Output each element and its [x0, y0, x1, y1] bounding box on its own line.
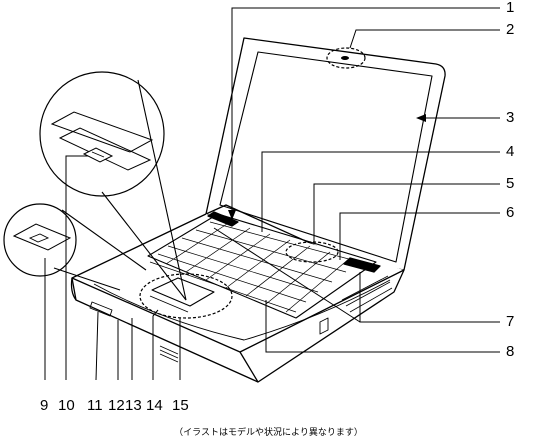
callout-3: 3 — [506, 109, 515, 126]
callout-12: 12 — [108, 397, 125, 414]
callout-1: 1 — [506, 0, 515, 16]
callout-13: 13 — [125, 397, 142, 414]
callout-15: 15 — [172, 397, 189, 414]
callout-4: 4 — [506, 143, 515, 160]
callout-14: 14 — [146, 397, 163, 414]
callout-7: 7 — [506, 313, 515, 330]
callout-9: 9 — [40, 397, 49, 414]
callout-2: 2 — [506, 21, 515, 38]
callout-5: 5 — [506, 175, 515, 192]
callout-8: 8 — [506, 343, 515, 360]
figure-caption: （イラストはモデルや状況により異なります） — [174, 428, 363, 438]
callout-11: 11 — [87, 397, 103, 414]
callout-6: 6 — [506, 204, 515, 221]
callout-10: 10 — [58, 397, 75, 414]
